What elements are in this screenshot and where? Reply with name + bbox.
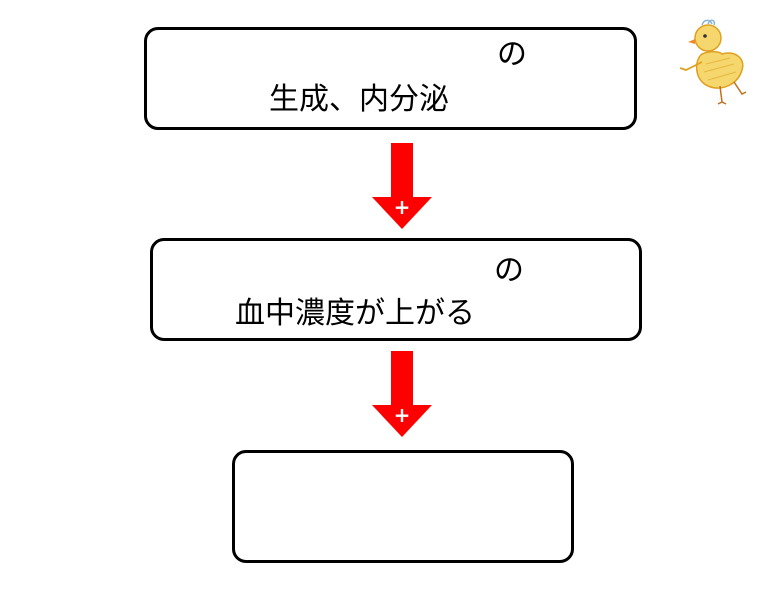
down-arrow-icon: + — [372, 351, 432, 441]
arrow-2-sign: + — [394, 403, 411, 427]
down-arrow-icon: + — [372, 143, 432, 233]
chick-icon — [672, 14, 756, 110]
step-2-particle: の — [494, 253, 524, 288]
step-2-label: 血中濃度が上がる — [235, 296, 475, 331]
step-1-particle: の — [497, 37, 527, 72]
arrow-1-sign: + — [394, 195, 411, 219]
step-box-3 — [232, 450, 574, 563]
step-box-2: の 血中濃度が上がる — [150, 238, 642, 341]
step-box-1: の 生成、内分泌 — [144, 27, 637, 130]
step-1-label: 生成、内分泌 — [269, 82, 449, 117]
